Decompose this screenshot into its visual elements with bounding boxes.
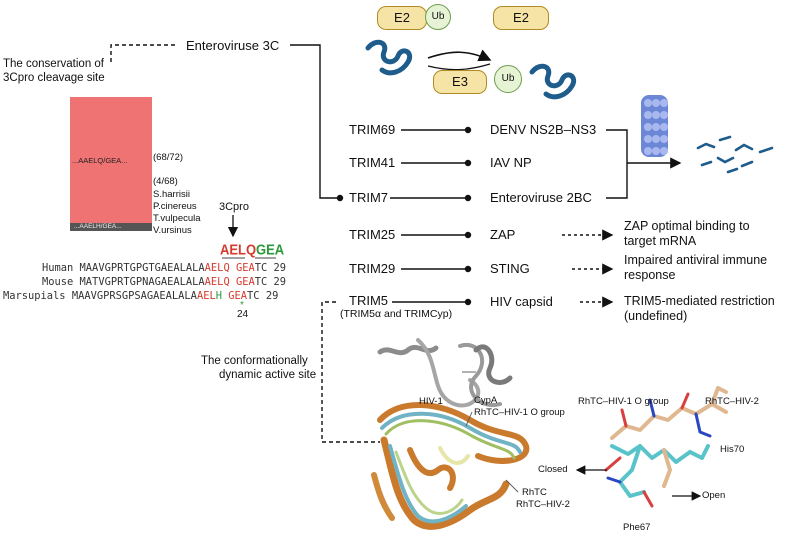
label-rhtc-o: RhTC–HIV-1 O group [474,407,565,418]
alignment-prefix: MATVGPRTGPNAGAEALALA [79,276,205,288]
alignment-prefix: MAAVGPRTGPGTGAEALALA [79,262,205,274]
trim-name: TRIM25 [349,227,396,242]
outcome-line2: response [624,268,676,282]
alignment-row-human: Human MAAVGPRTGPGTGAEALALAAELQ GEATC 29 [42,262,286,274]
structure-label-line2: dynamic active site [219,369,317,381]
species-3: T.vulpecula [153,213,201,224]
dashed-link-conservation [110,44,178,62]
alignment-row-marsupials: Marsupials MAAVGPRSGPSAGAEALALAAELH GEAT… [3,290,278,302]
cartoon-structure [371,338,530,530]
target-name: STING [490,261,530,276]
species-2: P.cinereus [153,201,197,212]
species-1: S.harrisii [153,189,190,200]
target-name: DENV NS2B–NS3 [490,122,597,137]
e2-box-right: E2 [493,6,549,30]
conservation-label-line2: 3Cpro cleavage site [3,72,105,84]
outcome-line2: (undefined) [624,309,688,323]
conservation-bar-minor-text: ...AAELH/GEA... [74,223,122,230]
alignment-species: Human [42,262,74,274]
alignment-pos: 29 [273,276,287,288]
degradation-bracket [606,129,680,199]
label-closed: Closed [538,464,568,475]
enterovirus-3c-label: Enteroviruse 3C [186,38,280,53]
outcome-line1: ZAP optimal binding to [624,219,750,233]
line-3c-trim7 [290,44,338,199]
e2-box-left: E2 [377,6,427,30]
label-his70: His70 [720,444,745,455]
alignment-site-b: Q [223,262,230,274]
alignment-site-b: H [215,290,222,302]
target-name: HIV capsid [490,294,553,309]
stick-model [604,386,728,508]
ub-circle-right: Ub [494,65,522,93]
peptide-fragments-icon [696,135,774,174]
conservation-bar-main-text: ...AAELQ/GEA... [72,156,128,165]
conservation-label-line1: The conservation of [3,58,105,70]
sequence-logo-right: GEA [256,241,285,258]
label-open: Open [702,490,726,501]
trim-target-lines [390,129,468,303]
alignment-site-b: Q [223,276,230,288]
trim-name: TRIM7 [349,190,388,205]
stick-label-rhtc-o: RhTC–HIV-1 O group [578,396,669,407]
species-4: V.ursinus [153,225,192,236]
trim-name: TRIM69 [349,122,396,137]
target-name: ZAP [490,227,516,242]
trim5-subtitle: (TRIM5α and TRIMCyp) [340,308,453,320]
conservation-bar-minor [70,223,152,231]
alignment-site-c: GEA [228,290,248,302]
label-phe67: Phe67 [623,522,651,533]
outcome-line1: TRIM5-mediated restriction [624,294,775,308]
alignment-site-a: AEL [204,262,224,274]
label-hiv1: HIV-1 [419,396,443,407]
target-name: Enteroviruse 2BC [490,190,592,205]
e3-box: E3 [433,70,487,94]
label-rhtc: RhTC [522,487,547,498]
conservation-bar-main-count: (68/72) [153,152,184,163]
stick-label-rhtc-hiv2: RhTC–HIV-2 [705,396,759,407]
alignment-tail: TC [254,262,268,274]
label-cypa: CypA [474,395,498,406]
alignment-species: Marsupials [3,290,66,302]
alignment-prefix: MAAVGPRSGPSAGAEALALA [71,290,197,302]
ub-circle-left: Ub [425,4,451,30]
proteasome-icon [641,95,668,157]
dashed-link-structure [321,301,380,443]
alignment-star: * [240,300,244,311]
outcome-line1: Impaired antiviral immune [624,253,768,267]
alignment-site-c: GEA [235,276,255,288]
protease-label: 3Cpro [219,201,249,213]
alignment-position: 24 [237,309,249,320]
conservation-bar-minor-count: (4/68) [153,176,178,187]
trim-name: TRIM41 [349,155,396,170]
alignment-species: Mouse [42,276,74,288]
alignment-tail: TC [254,276,268,288]
structure-label-line1: The conformationally [201,355,308,367]
label-rhtc-hiv2: RhTC–HIV-2 [516,499,570,510]
outcome-line2: target mRNA [624,234,697,248]
target-name: IAV NP [490,155,532,170]
conservation-bar-main [70,97,152,223]
outcome-arrows [562,229,614,308]
trim-name: TRIM5 [349,293,388,308]
alignment-tail: TC [247,290,260,302]
sequence-logo-left: AELQ [220,241,257,258]
substrate-protein-icon [365,39,577,100]
alignment-site-a: AEL [204,276,224,288]
alignment-pos: 29 [265,290,279,302]
alignment-row-mouse: Mouse MATVGPRTGPNAGAEALALAAELQ GEATC 29 [42,276,286,288]
alignment-site-a: AEL [196,290,216,302]
alignment-pos: 29 [273,262,287,274]
alignment-site-c: GEA [235,262,255,274]
trim-name: TRIM29 [349,261,396,276]
